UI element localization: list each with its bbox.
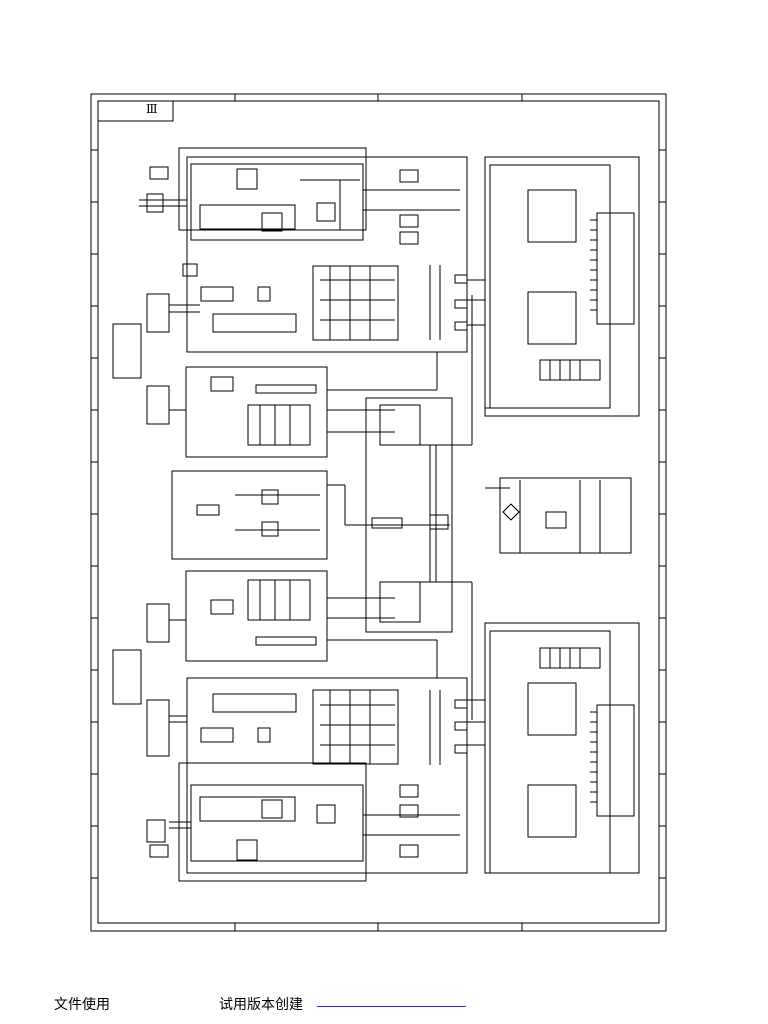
footer-link[interactable] bbox=[317, 1006, 466, 1007]
left-connectors bbox=[112, 323, 170, 858]
title-block-label: Ⅲ bbox=[146, 102, 158, 116]
footer-left-text: 文件使用 bbox=[54, 997, 110, 1013]
controller-block-top bbox=[467, 156, 640, 417]
controller-block-bottom bbox=[467, 622, 640, 874]
power-block bbox=[485, 477, 632, 554]
circuit-block-bottom bbox=[169, 677, 468, 882]
inner-border bbox=[97, 100, 660, 924]
circuit-block-mid-1 bbox=[169, 352, 438, 458]
title-block bbox=[97, 100, 174, 122]
central-bus bbox=[365, 295, 473, 720]
circuit-block-mid-3 bbox=[169, 570, 438, 678]
border-ticks bbox=[91, 94, 666, 931]
circuit-block-mid-2 bbox=[171, 470, 450, 560]
circuit-block-top bbox=[139, 147, 468, 353]
footer-mid-text: 试用版本创建 bbox=[219, 997, 303, 1013]
